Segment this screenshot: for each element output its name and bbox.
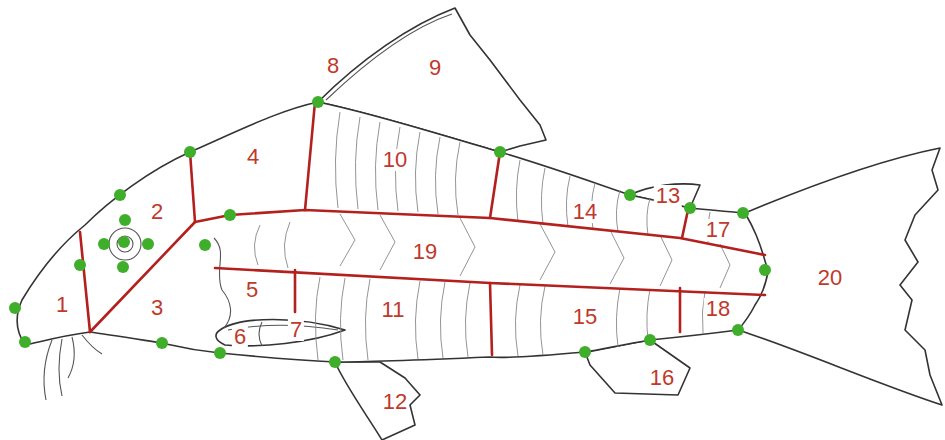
callout-number: 16 xyxy=(648,367,676,389)
callout-number: 7 xyxy=(288,319,304,341)
caudal-fin xyxy=(738,148,942,405)
barbel xyxy=(59,339,62,396)
callout-number: 9 xyxy=(427,57,443,79)
fin-ray xyxy=(259,322,262,346)
barbel xyxy=(68,337,74,378)
callout-number: 13 xyxy=(654,185,682,207)
callout-number: 4 xyxy=(245,146,261,168)
barbel xyxy=(82,335,102,354)
callout-number: 1 xyxy=(54,294,70,316)
eye xyxy=(109,228,141,260)
pelvic-fin xyxy=(335,362,420,440)
callout-number: 15 xyxy=(571,306,599,328)
callout-number: 2 xyxy=(149,201,165,223)
callout-number: 6 xyxy=(232,326,248,348)
fin-spine xyxy=(326,14,452,100)
fish-body xyxy=(17,102,768,362)
callout-number: 5 xyxy=(244,279,260,301)
callout-number: 20 xyxy=(816,267,844,289)
region-boundaries xyxy=(80,102,765,355)
eye-pupil xyxy=(117,236,133,252)
callout-number: 11 xyxy=(380,299,407,321)
callout-number: 3 xyxy=(149,297,165,319)
landmark-dots xyxy=(9,96,771,368)
callout-number: 17 xyxy=(704,219,732,241)
callout-number: 8 xyxy=(325,55,341,77)
gill-opening xyxy=(214,238,231,328)
callout-number: 19 xyxy=(411,241,439,263)
callout-number: 18 xyxy=(704,298,732,320)
callout-number: 10 xyxy=(381,149,409,171)
callout-number: 12 xyxy=(381,391,409,413)
barbel xyxy=(44,340,52,400)
callout-number: 14 xyxy=(571,201,599,223)
